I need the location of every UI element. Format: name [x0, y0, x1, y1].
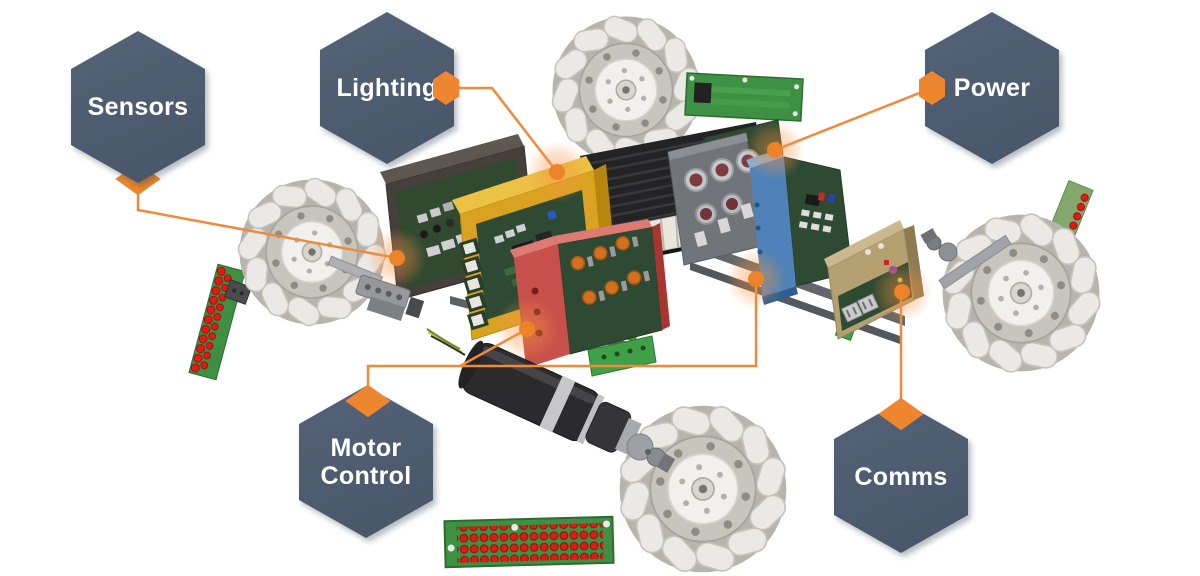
- mecanum-wheel-bottom: [599, 385, 807, 576]
- shaft-coupling: [626, 433, 676, 473]
- sensors-hexagon: Sensors: [71, 31, 205, 183]
- motor-control-line: [366, 280, 758, 399]
- sensors-dot: [389, 250, 405, 266]
- lighting-label: Lighting: [336, 74, 438, 102]
- lighting-hexagon: Lighting: [320, 12, 454, 164]
- lighting-line: [446, 86, 558, 173]
- lighting-anchor-hexagon: [433, 71, 459, 105]
- lighting-dot: [549, 164, 565, 180]
- motor-driver-coils: [570, 236, 651, 305]
- controller-pcb-float: [684, 72, 804, 122]
- wiring-harness: [426, 328, 466, 356]
- comms-dot: [894, 284, 910, 300]
- mecanum-wheel-right: [919, 191, 1123, 395]
- power-hexagon: Power: [925, 12, 1059, 164]
- motor-control-label-line2: Control: [320, 462, 412, 490]
- dc-gearmotor: [458, 340, 676, 473]
- led-array-board-bottom: [443, 515, 615, 569]
- hub-bracket-left: [327, 255, 425, 321]
- axle-right: [920, 228, 1012, 290]
- power-dot: [767, 142, 783, 158]
- motor-control-dot-b: [748, 271, 764, 287]
- power-label: Power: [953, 74, 1031, 102]
- callout-sensors: Sensors: [71, 31, 205, 183]
- motor-control-dot-a: [519, 321, 535, 337]
- comms-label: Comms: [854, 463, 948, 491]
- small-connector-box: [223, 279, 253, 305]
- sensors-label: Sensors: [87, 93, 189, 121]
- motor-control-label-line1: Motor: [330, 434, 402, 462]
- capacitors: [684, 149, 760, 225]
- callout-power: Power: [925, 12, 1059, 164]
- connector-cutouts: [459, 237, 489, 331]
- connector-dots: [389, 142, 910, 337]
- din-connectors: [841, 293, 879, 323]
- callout-lighting: Lighting: [320, 12, 454, 164]
